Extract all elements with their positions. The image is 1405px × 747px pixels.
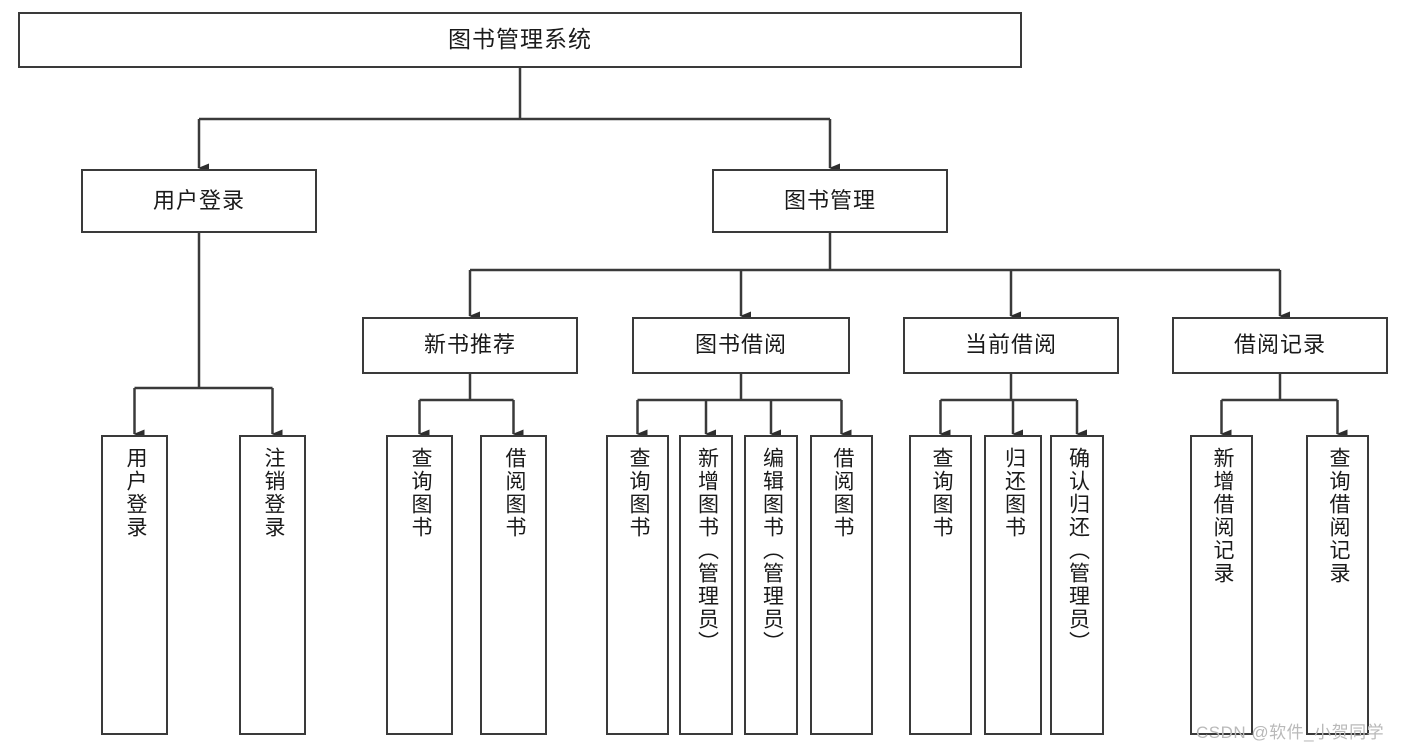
node-user-login[interactable]: 用户登录 — [81, 169, 317, 233]
node-label: 编辑图书（管理员） — [760, 447, 784, 654]
node-label: 当前借阅 — [964, 332, 1057, 358]
node-label: 查询借阅记录 — [1326, 447, 1350, 585]
node-leaf-borrow-book-1[interactable]: 借阅图书 — [480, 435, 547, 735]
node-label: 借阅图书 — [830, 447, 854, 539]
edge-group — [133, 68, 1348, 439]
node-label: 借阅图书 — [502, 447, 526, 539]
node-leaf-add-book[interactable]: 新增图书（管理员） — [679, 435, 733, 735]
node-label: 图书管理 — [783, 187, 876, 213]
node-label: 确认归还（管理员） — [1066, 447, 1090, 654]
node-label: 用户登录 — [152, 187, 245, 213]
node-new-book-rec[interactable]: 新书推荐 — [362, 317, 578, 374]
node-label: 图书管理系统 — [448, 26, 592, 53]
node-label: 新书推荐 — [423, 332, 516, 358]
node-label: 借阅记录 — [1233, 332, 1326, 358]
node-label: 用户登录 — [123, 447, 147, 539]
node-label: 归还图书 — [1002, 447, 1026, 539]
node-leaf-user-logout[interactable]: 注销登录 — [239, 435, 306, 735]
node-borrow-record[interactable]: 借阅记录 — [1172, 317, 1388, 374]
node-label: 查询图书 — [929, 447, 953, 539]
node-leaf-user-login[interactable]: 用户登录 — [101, 435, 168, 735]
node-leaf-add-record[interactable]: 新增借阅记录 — [1190, 435, 1253, 735]
node-leaf-return-book[interactable]: 归还图书 — [984, 435, 1042, 735]
node-book-manage[interactable]: 图书管理 — [712, 169, 948, 233]
node-label: 注销登录 — [261, 447, 285, 539]
node-leaf-query-record[interactable]: 查询借阅记录 — [1306, 435, 1369, 735]
node-book-borrow[interactable]: 图书借阅 — [632, 317, 850, 374]
node-label: 新增图书（管理员） — [695, 447, 719, 654]
node-leaf-query-book-1[interactable]: 查询图书 — [386, 435, 453, 735]
node-label: 新增借阅记录 — [1210, 447, 1234, 585]
node-leaf-edit-book[interactable]: 编辑图书（管理员） — [744, 435, 798, 735]
node-root[interactable]: 图书管理系统 — [18, 12, 1022, 68]
node-label: 查询图书 — [626, 447, 650, 539]
node-leaf-borrow-book-2[interactable]: 借阅图书 — [810, 435, 873, 735]
node-leaf-confirm-return[interactable]: 确认归还（管理员） — [1050, 435, 1104, 735]
node-label: 图书借阅 — [694, 332, 787, 358]
node-current-borrow[interactable]: 当前借阅 — [903, 317, 1119, 374]
node-leaf-query-book-2[interactable]: 查询图书 — [606, 435, 669, 735]
node-leaf-query-book-3[interactable]: 查询图书 — [909, 435, 972, 735]
node-label: 查询图书 — [408, 447, 432, 539]
